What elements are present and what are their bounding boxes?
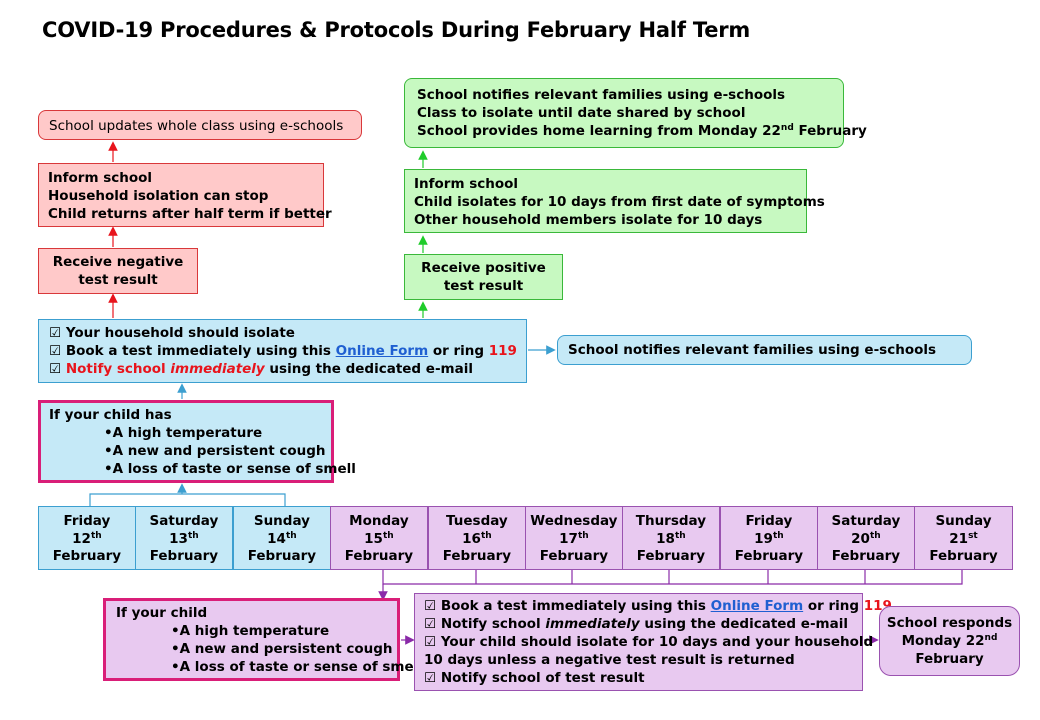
positive-result-line: test result <box>443 278 524 294</box>
day-number: 16th <box>462 530 492 547</box>
negative-inform-line: Child returns after half term if better <box>48 206 332 222</box>
weekend-symptoms-box: If your child has A high temperature A n… <box>38 400 356 483</box>
positive-result-box: Receive positive test result <box>404 254 563 300</box>
checkbox-icon: ☑ <box>49 361 62 377</box>
symptom-item: A new and persistent cough <box>116 640 393 658</box>
positive-notify-box: School notifies relevant families using … <box>404 78 867 148</box>
day-month: February <box>539 548 609 564</box>
checkbox-icon: ☑ <box>424 616 437 632</box>
positive-inform-line: Child isolates for 10 days from first da… <box>414 194 825 210</box>
school-responds-line: February <box>915 651 984 667</box>
week-action-isolate-cont: 10 days unless a negative test result is… <box>424 652 795 668</box>
school-responds-line: Monday 22nd <box>901 633 998 649</box>
page-title: COVID-19 Procedures & Protocols During F… <box>42 18 751 42</box>
day-number: 13th <box>169 530 199 547</box>
symptom-item: A high temperature <box>116 622 387 640</box>
online-form-link[interactable]: Online Form <box>335 343 429 359</box>
school-responds-line: School responds <box>886 615 1013 631</box>
week-action-test: ☑ Book a test immediately using this Onl… <box>424 598 892 614</box>
positive-inform-line: Inform school <box>414 176 519 192</box>
day-name: Wednesday <box>530 513 618 529</box>
household-actions-box: ☑ Your household should isolate ☑ Book a… <box>38 319 527 383</box>
weekend-bracket <box>89 493 286 506</box>
positive-notify-line: School notifies relevant families using … <box>417 87 786 103</box>
symptom-item: A loss of taste or sense of smell <box>49 460 356 478</box>
week-action-isolate: ☑ Your child should isolate for 10 days … <box>424 634 874 650</box>
day-name: Sunday <box>935 513 992 529</box>
day-name: Tuesday <box>446 513 508 529</box>
day-month: February <box>52 548 122 564</box>
positive-notify-line: School provides home learning from Monda… <box>417 123 867 139</box>
household-line-isolate: ☑ Your household should isolate <box>49 325 295 341</box>
day-name: Friday <box>745 513 793 529</box>
household-line-test: ☑ Book a test immediately using this Onl… <box>49 343 517 359</box>
day-number: 14th <box>267 530 297 547</box>
phone-number-119: 119 <box>488 343 517 359</box>
negative-inform-line: Inform school <box>48 170 153 186</box>
week-action-notify: ☑ Notify school immediately using the de… <box>424 616 848 632</box>
day-number: 12th <box>72 530 102 547</box>
day-month: February <box>831 548 901 564</box>
checkbox-icon: ☑ <box>424 670 437 686</box>
day-name: Monday <box>349 513 409 529</box>
side-notify-text: School notifies relevant families using … <box>568 342 937 358</box>
day-month: February <box>636 548 706 564</box>
positive-result-line: Receive positive <box>421 260 546 276</box>
day-number: 17th <box>559 530 589 547</box>
negative-result-line: Receive negative <box>52 254 184 270</box>
day-month: February <box>344 548 414 564</box>
day-name: Saturday <box>149 513 219 529</box>
day-month: February <box>149 548 219 564</box>
checkbox-icon: ☑ <box>424 598 437 614</box>
week-symptoms-box: If your child A high temperature A new a… <box>103 598 423 681</box>
side-notify-box: School notifies relevant families using … <box>557 335 972 365</box>
day-name: Sunday <box>253 513 310 529</box>
day-month: February <box>247 548 317 564</box>
symptom-item: A high temperature <box>49 424 323 442</box>
symptom-item: A new and persistent cough <box>49 442 326 460</box>
day-name: Saturday <box>831 513 901 529</box>
week-bracket <box>382 570 963 585</box>
school-responds-box: School responds Monday 22nd February <box>879 606 1020 676</box>
day-number: 19th <box>754 530 784 547</box>
update-class-box: School updates whole class using e-schoo… <box>38 110 362 140</box>
day-month: February <box>734 548 804 564</box>
week-action-result: ☑ Notify school of test result <box>424 670 645 686</box>
negative-result-line: test result <box>78 272 158 288</box>
symptom-item: A loss of taste or sense of smell <box>116 658 423 676</box>
week-actions-box: ☑ Book a test immediately using this Onl… <box>414 593 892 691</box>
day-number: 15th <box>364 530 394 547</box>
day-name: Thursday <box>635 513 707 529</box>
day-number: 20th <box>851 530 881 547</box>
day-name: Friday <box>63 513 111 529</box>
update-class-text: School updates whole class using e-schoo… <box>49 118 344 134</box>
day-number: 18th <box>656 530 686 547</box>
day-month: February <box>929 548 998 564</box>
checkbox-icon: ☑ <box>49 325 62 341</box>
day-month: February <box>442 548 512 564</box>
household-line-notify: ☑ Notify school immediately using the de… <box>49 361 473 377</box>
positive-inform-box: Inform school Child isolates for 10 days… <box>404 169 825 233</box>
weekend-symptoms-heading: If your child has <box>49 407 172 423</box>
day-number: 21st <box>949 530 978 547</box>
online-form-link[interactable]: Online Form <box>710 598 804 614</box>
negative-inform-box: Inform school Household isolation can st… <box>38 163 332 227</box>
week-symptoms-heading: If your child <box>116 605 208 621</box>
checkbox-icon: ☑ <box>49 343 62 359</box>
checkbox-icon: ☑ <box>424 634 437 650</box>
positive-notify-line: Class to isolate until date shared by sc… <box>417 105 746 121</box>
negative-inform-line: Household isolation can stop <box>48 188 269 204</box>
positive-inform-line: Other household members isolate for 10 d… <box>414 212 763 228</box>
negative-result-box: Receive negative test result <box>38 248 198 294</box>
